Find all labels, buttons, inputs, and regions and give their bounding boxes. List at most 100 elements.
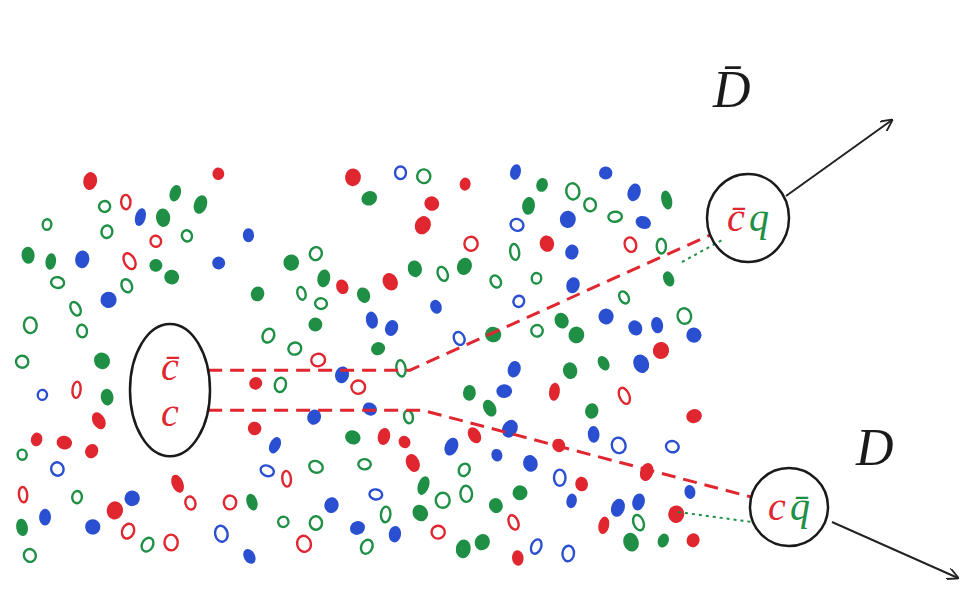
plasma-particle	[417, 476, 431, 495]
plasma-particle	[460, 178, 470, 190]
plasma-particle	[324, 497, 338, 513]
plasma-particle	[356, 287, 371, 304]
plasma-particle	[282, 471, 292, 488]
plasma-particle	[653, 342, 669, 358]
plasma-particle	[40, 510, 50, 524]
plasma-particle	[93, 351, 112, 370]
plasma-particle	[431, 526, 444, 539]
plasma-particle	[554, 470, 566, 486]
plasma-particle	[76, 251, 89, 268]
plasma-particle	[107, 501, 123, 519]
light-quark-link	[682, 240, 722, 262]
plasma-particle	[651, 317, 663, 333]
plasma-particle	[308, 317, 323, 332]
plasma-particle	[246, 494, 258, 510]
plasma-particle	[308, 245, 324, 261]
plasma-particle	[405, 454, 421, 473]
plasma-particle	[277, 515, 291, 528]
plasma-particle	[359, 538, 375, 556]
plasma-dots	[16, 165, 703, 565]
plasma-particle	[531, 273, 542, 285]
plasma-particle	[284, 255, 299, 270]
plasma-particle	[22, 547, 38, 563]
momentum-arrow	[786, 120, 892, 196]
plasma-particle	[467, 426, 483, 444]
plasma-particle	[589, 427, 599, 442]
plasma-particle	[403, 410, 414, 424]
plasma-particle	[120, 522, 137, 540]
plasma-particle	[686, 408, 703, 424]
plasma-particle	[16, 356, 29, 368]
plasma-particle	[474, 533, 491, 551]
plasma-particle	[244, 229, 253, 241]
plasma-particle	[268, 437, 282, 454]
plasma-particle	[349, 520, 365, 535]
plasma-particle	[685, 486, 695, 499]
plasma-particle	[361, 190, 378, 206]
plasma-particle	[583, 197, 597, 212]
plasma-particle	[287, 341, 304, 357]
plasma-particle	[511, 484, 528, 501]
plasma-particle	[85, 519, 101, 535]
plasma-particle	[632, 354, 651, 374]
plasma-particle	[554, 312, 570, 329]
plasma-particle	[452, 330, 467, 347]
plasma-particle	[380, 506, 391, 522]
plasma-particle	[597, 356, 611, 371]
plasma-particle	[509, 243, 520, 260]
quark-symbol: c	[768, 486, 786, 528]
plasma-particle	[366, 312, 378, 329]
plasma-particle	[566, 277, 581, 293]
plasma-particle	[435, 493, 450, 509]
string-connector	[208, 235, 710, 370]
plasma-particle	[417, 169, 432, 184]
plasma-particle	[464, 386, 475, 400]
plasma-particle	[249, 376, 263, 390]
plasma-particle	[522, 198, 534, 215]
plasma-particle	[585, 404, 598, 419]
quark-content: cq̄	[768, 486, 810, 528]
hadron-circle: Dcq̄	[748, 466, 830, 548]
plasma-particle	[84, 443, 99, 459]
plasma-particle	[16, 519, 28, 536]
plasma-particle	[662, 271, 674, 286]
plasma-particle	[686, 533, 700, 548]
plasma-particle	[657, 533, 669, 547]
plasma-particle	[457, 462, 472, 478]
plasma-particle	[464, 236, 478, 251]
plasma-particle	[336, 279, 349, 294]
plasma-particle	[413, 215, 432, 235]
plasma-particle	[565, 245, 579, 260]
plasma-particle	[529, 538, 544, 556]
plasma-particle	[576, 477, 588, 491]
plasma-particle	[488, 498, 503, 514]
plasma-particle	[623, 236, 638, 253]
quark-symbol: q	[749, 197, 769, 239]
plasma-particle	[259, 463, 276, 478]
plasma-particle	[497, 385, 511, 397]
plasma-particle	[407, 260, 422, 277]
plasma-particle	[423, 195, 440, 211]
plasma-particle	[669, 506, 684, 523]
plasma-particle	[180, 229, 193, 243]
plasma-particle	[91, 412, 107, 431]
plasma-particle	[344, 429, 361, 445]
hadron-circle: c̄c	[128, 322, 212, 458]
plasma-particle	[622, 532, 640, 552]
quark-symbol: c	[161, 392, 179, 434]
plasma-particle	[513, 551, 524, 565]
plasma-particle	[398, 435, 411, 448]
plasma-particle	[536, 178, 548, 192]
plasma-particle	[121, 195, 131, 210]
plasma-particle	[250, 286, 264, 301]
plasma-particle	[50, 276, 65, 289]
plasma-particle	[346, 169, 361, 186]
plasma-particle	[510, 165, 521, 180]
plasma-particle	[49, 460, 66, 477]
plasma-particle	[213, 168, 224, 179]
plasma-particle	[506, 514, 520, 531]
plasma-particle	[314, 297, 327, 309]
plasma-particle	[57, 436, 72, 450]
